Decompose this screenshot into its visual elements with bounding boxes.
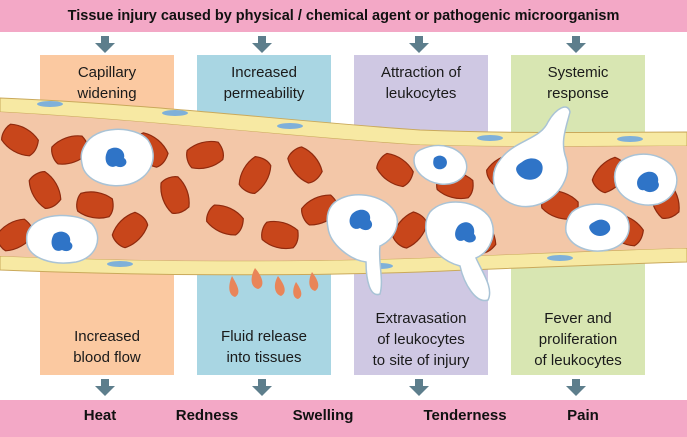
sign-heat: Heat [83,407,117,424]
sign-tenderness: Tenderness [423,407,507,424]
leukocyte-extravasating [326,194,398,296]
stage-label-attraction-of-leukocytes: Attraction of leukocytes [380,64,462,102]
fluid-droplets [229,268,319,299]
effect-label-increased-blood-flow: Increased blood flow [73,328,141,366]
stage-label-systemic-response: Systemic response [547,64,609,102]
down-arrow-icon [409,379,429,396]
sign-redness: Redness [175,407,239,424]
sign-pain: Pain [567,407,599,424]
stage-label-capillary-widening: Capillary widening [77,64,137,102]
leukocyte [413,144,468,185]
leukocyte [25,214,99,264]
effect-label-extravasation: Extravasation of leukocytes to site of i… [372,310,470,369]
leukocyte-migrating [492,106,571,208]
down-arrow-icon [95,36,115,53]
signs-banner [0,400,687,437]
down-arrow-icon [566,36,586,53]
leukocyte-extravasating [425,201,494,302]
sign-arrows [95,379,586,396]
cause-arrows [95,36,586,53]
down-arrow-icon [566,379,586,396]
leukocyte [80,128,154,187]
cause-title: Tissue injury caused by physical / chemi… [67,8,620,24]
effect-label-fever: Fever and proliferation of leukocytes [534,310,622,369]
down-arrow-icon [252,379,272,396]
stage-label-increased-permeability: Increased permeability [223,64,305,102]
down-arrow-icon [409,36,429,53]
leukocyte [565,203,630,252]
sign-swelling: Swelling [292,407,354,424]
down-arrow-icon [252,36,272,53]
down-arrow-icon [95,379,115,396]
leukocytes [25,106,678,302]
leukocyte [613,153,678,206]
cause-banner [0,0,687,32]
effect-label-fluid-release: Fluid release into tissues [221,328,307,366]
